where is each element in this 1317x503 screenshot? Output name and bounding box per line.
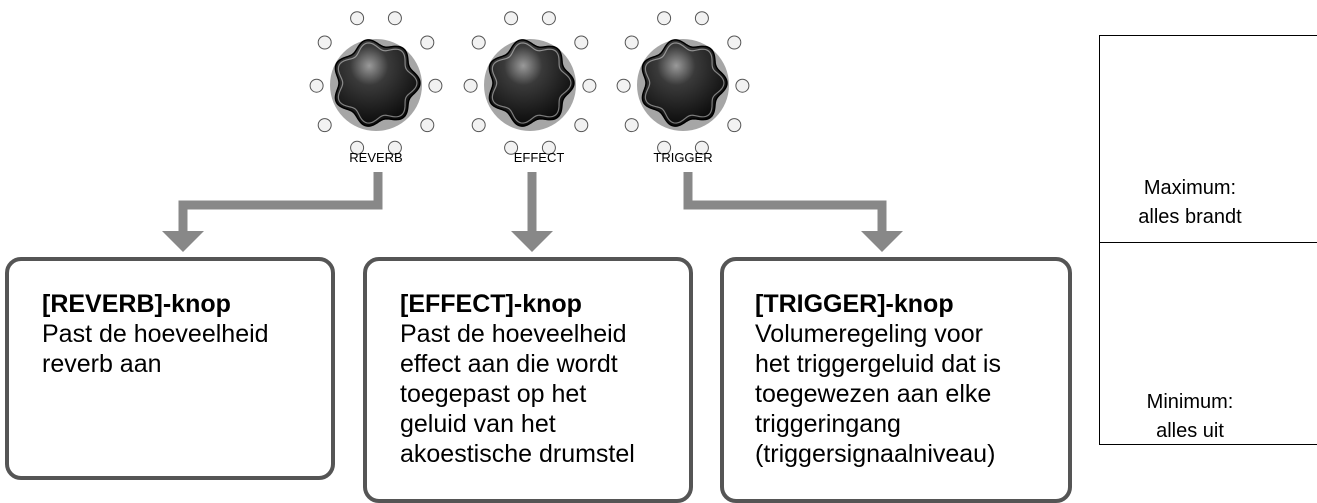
arrow-reverb: [162, 172, 383, 252]
led-off-icon: [350, 140, 365, 155]
led-off-icon: [541, 140, 556, 155]
led-off-icon: [420, 35, 435, 50]
led-off-icon: [309, 78, 324, 93]
trigger-box-title: [TRIGGER]-knop: [755, 290, 954, 318]
effect-info-box: [EFFECT]-knop Past de hoeveelheid effect…: [363, 257, 693, 503]
led-off-icon: [541, 11, 556, 26]
led-off-icon: [504, 11, 519, 26]
trigger-info-box: [TRIGGER]-knop Volumeregeling voor het t…: [720, 257, 1072, 503]
led-off-icon: [350, 11, 365, 26]
led-off-icon: [574, 35, 589, 50]
reverb-knob-label: REVERB: [349, 150, 403, 165]
led-off-icon: [735, 78, 750, 93]
trigger-knob[interactable]: [616, 11, 750, 155]
reverb-knob[interactable]: [309, 11, 443, 155]
trigger-knob-label: TRIGGER: [653, 150, 713, 165]
led-off-icon: [471, 118, 486, 133]
knob-body-icon: [641, 39, 728, 127]
led-off-icon: [582, 78, 597, 93]
legend-minimum-text: Minimum: alles uit: [1146, 391, 1234, 442]
led-legend-panel: Maximum: alles brandt Minimum: alles uit: [1099, 35, 1317, 445]
led-off-icon: [317, 118, 332, 133]
led-off-icon: [574, 118, 589, 133]
led-off-icon: [616, 78, 631, 93]
reverb-info-box: [REVERB]-knop Past de hoeveelheid reverb…: [5, 257, 335, 480]
led-off-icon: [428, 78, 443, 93]
led-off-icon: [420, 118, 435, 133]
led-off-icon: [317, 35, 332, 50]
legend-divider: [1100, 242, 1317, 243]
led-off-icon: [727, 118, 742, 133]
arrow-trigger: [683, 172, 903, 252]
knob-body-icon: [334, 39, 421, 127]
led-off-icon: [624, 118, 639, 133]
led-off-icon: [727, 35, 742, 50]
led-off-icon: [504, 140, 519, 155]
effect-box-title: [EFFECT]-knop: [400, 290, 582, 318]
arrow-effect: [511, 172, 553, 252]
effect-knob-label: EFFECT: [513, 150, 565, 165]
trigger-box-description: Volumeregeling voor het triggergeluid da…: [755, 320, 1001, 468]
knob-body-icon: [488, 39, 575, 127]
reverb-box-description: Past de hoeveelheid reverb aan: [42, 320, 269, 378]
led-off-icon: [387, 11, 402, 26]
led-off-icon: [471, 35, 486, 50]
led-off-icon: [624, 35, 639, 50]
led-off-icon: [657, 11, 672, 26]
led-off-icon: [694, 11, 709, 26]
legend-maximum-text: Maximum: alles brandt: [1138, 177, 1242, 228]
reverb-box-title: [REVERB]-knop: [42, 290, 231, 318]
led-off-icon: [463, 78, 478, 93]
led-off-icon: [387, 140, 402, 155]
effect-knob[interactable]: [463, 11, 597, 155]
effect-box-description: Past de hoeveelheid effect aan die wordt…: [400, 320, 635, 468]
led-off-icon: [657, 140, 672, 155]
led-off-icon: [694, 140, 709, 155]
